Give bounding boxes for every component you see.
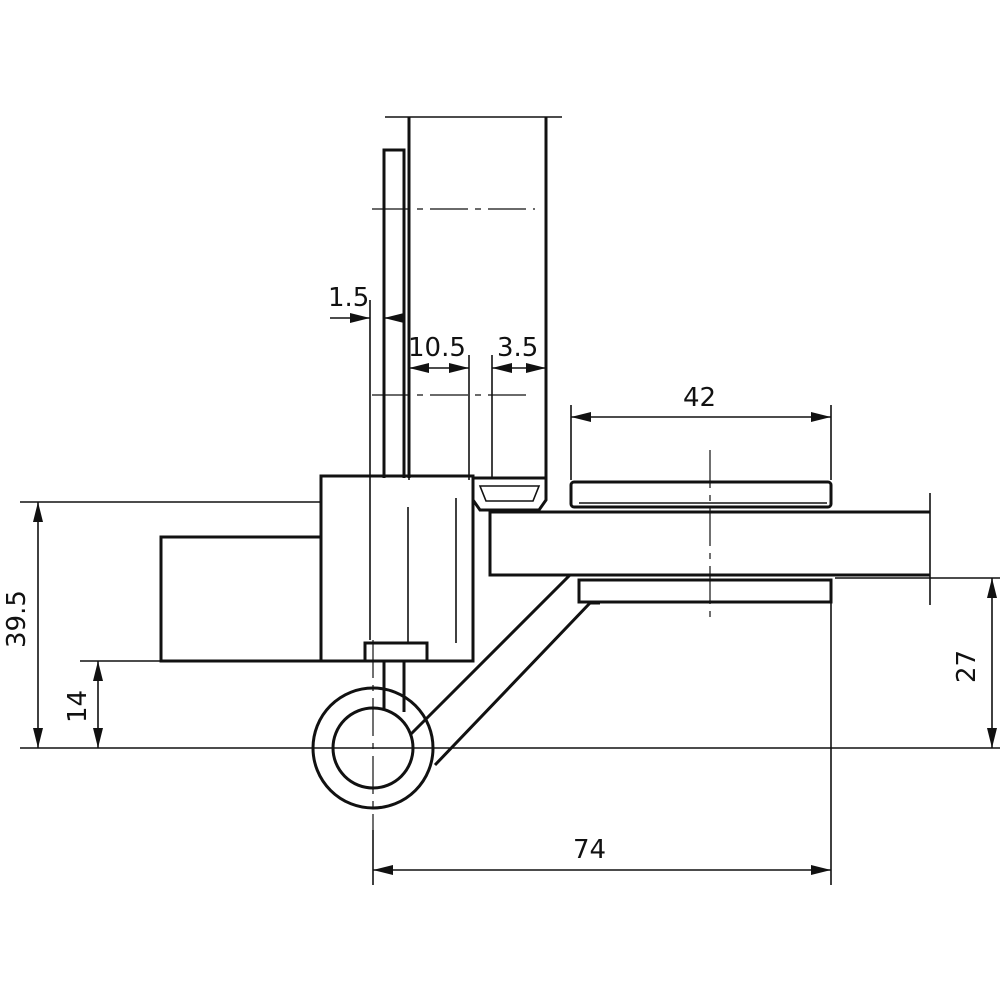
top-plate [569, 480, 833, 509]
dimension-label-39-5: 39.5 [2, 590, 32, 648]
dimension-label-74: 74 [573, 835, 606, 865]
dimension-label-10-5: 10.5 [408, 333, 466, 363]
clamp-rubber-profile [471, 476, 548, 512]
dimension-27: 27 [952, 578, 997, 748]
dimension-1-5: 1.5 [328, 283, 405, 323]
extension-lines [20, 300, 1000, 885]
dimension-label-27: 27 [952, 650, 982, 683]
dimension-label-14: 14 [63, 690, 93, 723]
dimension-14: 14 [63, 661, 103, 748]
dimension-39-5: 39.5 [2, 502, 43, 748]
door-leaf [385, 116, 562, 478]
dimension-label-3-5: 3.5 [497, 333, 538, 363]
hinge-body-block [159, 474, 475, 663]
hinge-arm [408, 573, 600, 767]
dimension-3-5: 3.5 [492, 333, 546, 373]
dimension-42: 42 [571, 383, 831, 422]
dimension-10-5: 10.5 [408, 333, 469, 373]
dimension-label-42: 42 [683, 383, 716, 413]
dimension-74: 74 [373, 835, 831, 875]
center-lines [372, 208, 711, 830]
bottom-plate [577, 578, 833, 604]
dimension-label-1-5: 1.5 [328, 283, 369, 313]
